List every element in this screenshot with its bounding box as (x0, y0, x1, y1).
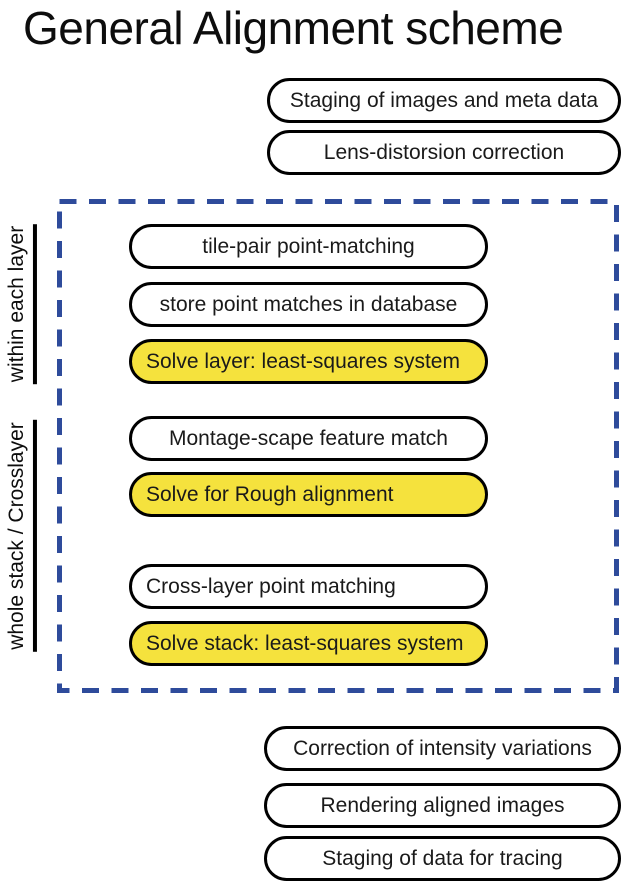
step-lens-distorsion-correction: Lens-distorsion correction (267, 130, 621, 175)
step-montage-scape-feature-match: Montage-scape feature match (129, 416, 488, 461)
step-solve-rough-alignment: Solve for Rough alignment (129, 472, 488, 517)
step-staging-data-for-tracing: Staging of data for tracing (264, 836, 621, 881)
step-correction-intensity-variations: Correction of intensity variations (264, 726, 621, 771)
dashed-alignment-box (57, 199, 619, 693)
step-solve-stack: Solve stack: least-squares system (129, 621, 488, 666)
group-label-within-each-layer: within each layer (4, 223, 38, 385)
step-staging-images: Staging of images and meta data (267, 78, 621, 123)
page-title: General Alignment scheme (23, 2, 564, 54)
step-store-point-matches: store point matches in database (129, 282, 488, 327)
step-cross-layer-point-matching: Cross-layer point matching (129, 564, 488, 609)
step-rendering-aligned-images: Rendering aligned images (264, 783, 621, 828)
step-tile-pair-point-matching: tile-pair point-matching (129, 224, 488, 269)
group-label-whole-stack-crosslayer: whole stack / Crosslayer (4, 420, 38, 652)
step-solve-layer: Solve layer: least-squares system (129, 339, 488, 384)
